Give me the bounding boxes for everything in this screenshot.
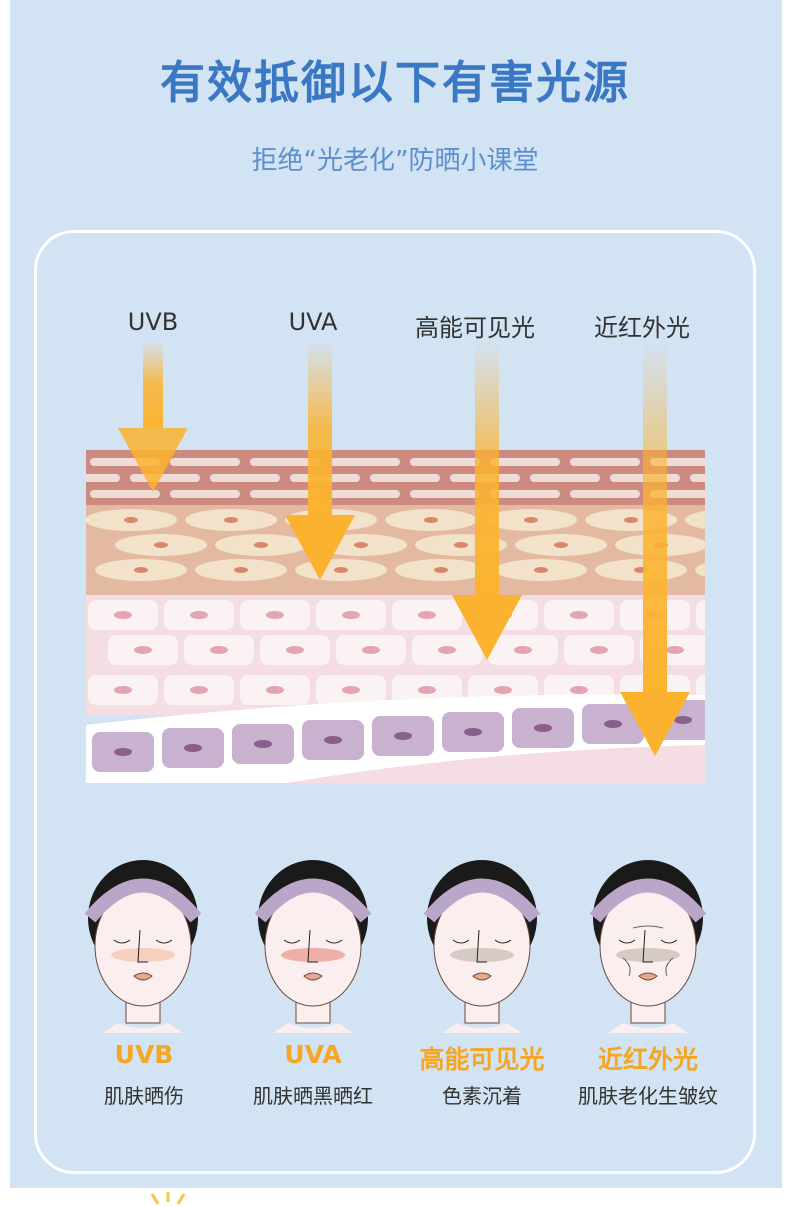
- effect-title-visible: 高能可见光: [419, 1045, 545, 1074]
- source-label-visible: 高能可见光: [415, 314, 535, 342]
- sun-icon: [150, 1192, 186, 1205]
- near-infrared-arrow: [620, 340, 690, 756]
- effect-desc-uvb: 肌肤晒伤: [104, 1084, 184, 1108]
- effect-desc-uva: 肌肤晒黑晒红: [253, 1084, 373, 1108]
- source-label-uvb: UVB: [127, 308, 179, 336]
- source-label-uva: UVA: [288, 308, 338, 336]
- effect-title-nir: 近红外光: [597, 1045, 698, 1074]
- page-title: 有效抵御以下有害光源: [159, 56, 630, 109]
- uva-arrow: [285, 340, 355, 580]
- effect-title-uva: UVA: [284, 1040, 342, 1069]
- face-illustration-0: [84, 860, 202, 1033]
- info-card: [34, 230, 756, 1174]
- effect-desc-visible: 色素沉着: [442, 1084, 522, 1108]
- face-illustration-3: [589, 860, 707, 1033]
- light-penetration-arrows: [118, 340, 690, 756]
- source-label-nir: 近红外光: [594, 314, 690, 342]
- page-subtitle: 拒绝“光老化”防晒小课堂: [251, 146, 539, 176]
- face-illustration-2: [423, 860, 541, 1033]
- face-illustration-1: [254, 860, 372, 1033]
- effect-desc-nir: 肌肤老化生皱纹: [578, 1084, 718, 1108]
- uvb-arrow: [118, 340, 188, 492]
- effect-title-uvb: UVB: [114, 1040, 174, 1069]
- visible-light-arrow: [452, 340, 522, 660]
